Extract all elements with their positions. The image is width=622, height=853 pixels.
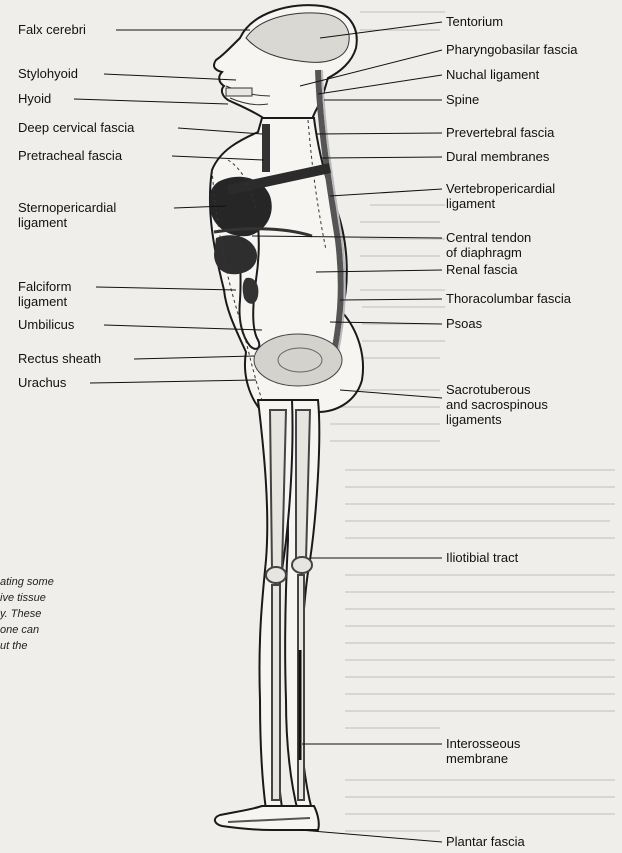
caption-fragment: ut the [0, 639, 28, 654]
label-iliotibial-tract: Iliotibial tract [446, 550, 518, 565]
label-spine: Spine [446, 92, 479, 107]
label-nuchal-ligament: Nuchal ligament [446, 67, 539, 82]
label-falciform-ligament: Falciform ligament [18, 279, 71, 309]
label-dural-membranes: Dural membranes [446, 149, 549, 164]
label-vertebropericardial-ligament: Vertebropericardial ligament [446, 181, 555, 211]
label-thoracolumbar-fascia: Thoracolumbar fascia [446, 291, 571, 306]
label-falx-cerebri: Falx cerebri [18, 22, 86, 37]
label-hyoid: Hyoid [18, 91, 51, 106]
label-deep-cervical-fascia: Deep cervical fascia [18, 120, 134, 135]
label-central-tendon-of-diaphragm: Central tendon of diaphragm [446, 230, 531, 260]
caption-fragment: one can [0, 623, 39, 638]
label-tentorium: Tentorium [446, 14, 503, 29]
label-rectus-sheath: Rectus sheath [18, 351, 101, 366]
label-sacrotuberous-and-sacrospinous-ligaments: Sacrotuberous and sacrospinous ligaments [446, 382, 548, 427]
label-sternopericardial-ligament: Sternopericardial ligament [18, 200, 116, 230]
label-urachus: Urachus [18, 375, 66, 390]
label-psoas: Psoas [446, 316, 482, 331]
label-renal-fascia: Renal fascia [446, 262, 518, 277]
caption-fragment: y. These [0, 607, 41, 622]
pelvis [254, 334, 342, 386]
caption-fragment: ating some [0, 575, 54, 590]
label-interosseous-membrane: Interosseous membrane [446, 736, 520, 766]
label-plantar-fascia: Plantar fascia [446, 834, 525, 849]
label-stylohyoid: Stylohyoid [18, 66, 78, 81]
caption-fragment: ive tissue [0, 591, 46, 606]
throat [262, 124, 270, 172]
label-pharyngobasilar-fascia: Pharyngobasilar fascia [446, 42, 578, 57]
label-pretracheal-fascia: Pretracheal fascia [18, 148, 122, 163]
label-prevertebral-fascia: Prevertebral fascia [446, 125, 554, 140]
label-umbilicus: Umbilicus [18, 317, 74, 332]
